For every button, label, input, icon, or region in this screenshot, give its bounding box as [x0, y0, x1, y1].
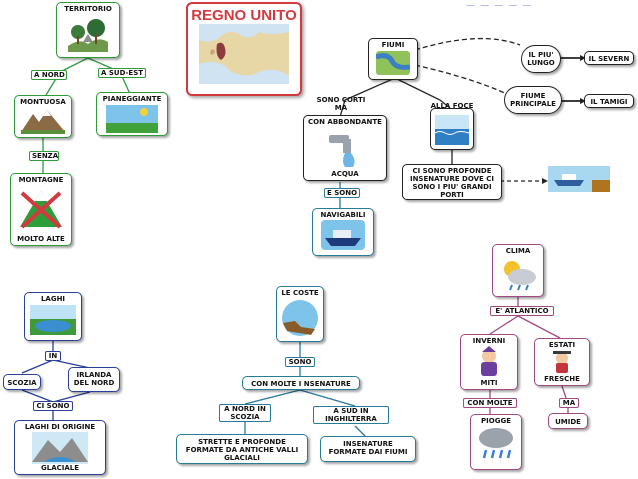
foce-node	[430, 108, 474, 150]
summer-figure-icon	[553, 351, 571, 373]
edge-label-sono: SONO	[285, 357, 315, 367]
piogge-node: PIOGGE	[470, 414, 522, 470]
formate-fiumi-label: INSENATURE FORMATE DAI FIUMI	[328, 440, 408, 456]
map-title: REGNO UNITO	[191, 7, 297, 24]
edge-label-a-sud-est: A SUD-EST	[98, 68, 146, 78]
montagne-label: MONTAGNE	[18, 176, 64, 184]
laghi-node: LAGHI	[24, 292, 82, 341]
strette-profonde-node: STRETTE E PROFONDE FORMATE DA ANTICHE VA…	[176, 434, 308, 464]
clima-node: CLIMA	[492, 244, 544, 297]
coste-node: LE COSTE	[276, 286, 324, 342]
ghost-text: — — — — —	[466, 2, 533, 10]
sea-icon	[435, 115, 469, 145]
fresche-label: FRESCHE	[544, 375, 580, 383]
territorio-label: TERRITORIO	[64, 5, 112, 13]
edge-label-nord-scozia: A NORD IN SCOZIA	[219, 404, 271, 422]
title-box: REGNO UNITO	[186, 2, 302, 96]
inverni-label: INVERNI	[472, 337, 506, 345]
piu-lungo-label: IL PIU' LUNGO	[527, 51, 555, 67]
scozia-node: SCOZIA	[3, 374, 41, 390]
lake-icon	[30, 305, 76, 335]
navigabili-label: NAVIGABILI	[320, 211, 366, 219]
pianeggiante-label: PIANEGGIANTE	[102, 95, 162, 103]
laghi-label: LAGHI	[40, 295, 66, 303]
crossed-mountain-icon	[20, 191, 62, 229]
edge-label-sono-corti: SONO CORTI MA	[316, 96, 366, 112]
clima-label: CLIMA	[505, 247, 531, 255]
edge-label-alla-foce: ALLA FOCE	[430, 102, 474, 110]
edge-label-ci-sono: CI SONO	[33, 401, 73, 411]
edge-label-sud-inghilterra: A SUD IN INGHILTERRA	[313, 406, 389, 424]
fiumi-node: FIUMI	[368, 38, 418, 80]
river-icon	[376, 51, 410, 75]
fiume-principale-label: FIUME PRINCIPALE	[510, 92, 556, 108]
formate-fiumi-node: INSENATURE FORMATE DAI FIUMI	[320, 436, 416, 462]
acqua-label: ACQUA	[331, 170, 359, 178]
abbondante-label: CON ABBONDANTE	[308, 118, 382, 126]
rain-cloud-icon	[479, 428, 513, 459]
winter-figure-icon	[481, 346, 497, 376]
severn-node: IL SEVERN	[584, 51, 634, 65]
territorio-node: TERRITORIO	[56, 2, 120, 58]
estati-node: ESTATI FRESCHE	[534, 338, 590, 386]
harbour-ship-icon	[548, 166, 610, 192]
montuosa-label: MONTUOSA	[20, 98, 66, 106]
strette-profonde-label: STRETTE E PROFONDE FORMATE DA ANTICHE VA…	[185, 438, 299, 462]
severn-label: IL SEVERN	[588, 55, 630, 63]
edge-label-in: IN	[45, 351, 61, 361]
tamigi-label: IL TAMIGI	[590, 98, 628, 106]
europe-map-image	[199, 24, 289, 84]
pianeggiante-node: PIANEGGIANTE	[96, 92, 168, 136]
abbondante-node: CON ABBONDANTE ACQUA	[303, 115, 387, 181]
edge-label-atlantico: E' ATLANTICO	[490, 306, 554, 316]
molto-alte-label: MOLTO ALTE	[17, 235, 65, 243]
irlanda-label: IRLANDA DEL NORD	[73, 371, 115, 387]
insenature-porti-node: CI SONO PROFONDE INSENATURE DOVE CI SONO…	[402, 164, 502, 200]
navigabili-node: NAVIGABILI	[312, 208, 374, 256]
piogge-label: PIOGGE	[481, 417, 511, 425]
edge-label-ma: MA	[559, 398, 579, 408]
water-tap-icon	[329, 135, 355, 167]
montuosa-node: MONTUOSA	[14, 95, 72, 138]
ship-icon	[321, 220, 365, 250]
fiume-principale-node: FIUME PRINCIPALE	[504, 86, 562, 114]
weather-icon	[504, 261, 536, 291]
edge-label-e-sono: E SONO	[324, 188, 360, 198]
origine-glaciale-node: LAGHI DI ORIGINE GLACIALE	[14, 420, 106, 475]
scozia-label: SCOZIA	[7, 379, 37, 387]
estati-label: ESTATI	[548, 341, 576, 349]
insenature-porti-label: CI SONO PROFONDE INSENATURE DOVE CI SONO…	[409, 167, 495, 199]
molte-insenature-node: CON MOLTE I NSENATURE	[242, 376, 360, 390]
tamigi-node: IL TAMIGI	[584, 94, 634, 108]
glaciale-label: GLACIALE	[40, 464, 80, 472]
umide-node: UMIDE	[548, 413, 588, 429]
umide-label: UMIDE	[555, 418, 581, 426]
miti-label: MITI	[480, 379, 498, 387]
mountain-icon	[21, 110, 65, 134]
coste-label: LE COSTE	[281, 289, 319, 297]
glacier-icon	[32, 432, 88, 464]
edge-label-a-nord: A NORD	[31, 70, 67, 80]
fiumi-label: FIUMI	[381, 41, 405, 49]
coast-icon	[282, 300, 318, 336]
origine-label: LAGHI DI ORIGINE	[24, 423, 96, 431]
edge-label-con-molte: CON MOLTE	[463, 398, 517, 408]
molte-insenature-label: CON MOLTE I NSENATURE	[251, 380, 351, 388]
edge-label-senza: SENZA	[29, 151, 59, 161]
piu-lungo-node: IL PIU' LUNGO	[521, 45, 561, 73]
montagne-node: MONTAGNE MOLTO ALTE	[10, 173, 72, 246]
landscape-icon	[68, 19, 108, 52]
irlanda-node: IRLANDA DEL NORD	[68, 367, 120, 392]
plain-field-icon	[106, 105, 158, 133]
inverni-node: INVERNI MITI	[460, 334, 518, 390]
